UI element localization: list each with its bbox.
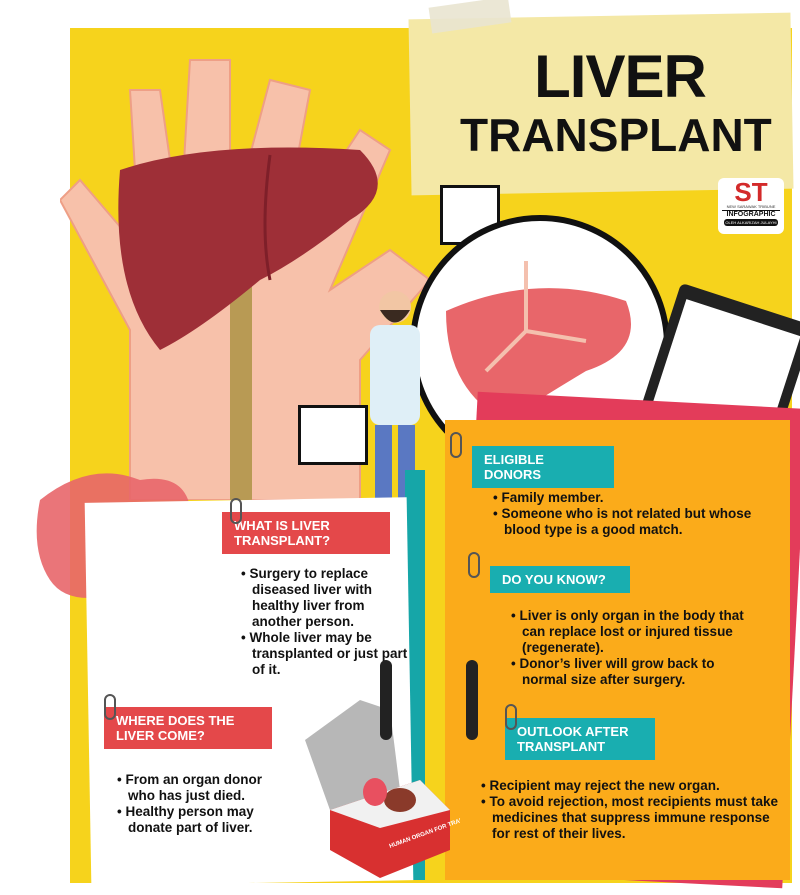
section-list-where: From an organ donor who has just died. H… [116,772,286,836]
section-heading-know: DO YOU KNOW? [490,566,630,593]
list-item: Family member. [492,490,772,506]
section-list-outlook: Recipient may reject the new organ. To a… [480,778,780,842]
doctor-illustration [370,291,420,505]
paperclip-icon [468,552,480,578]
section-heading-where: WHERE DOES THE LIVER COME? [104,707,272,749]
list-item: Recipient may reject the new organ. [480,778,780,794]
title-line1: LIVER [534,43,707,110]
section-list-what: Surgery to replace diseased liver with h… [240,566,410,678]
liver-icon [446,261,631,421]
logo-byline: OLEH ALKARIZAH JULAYHI [724,219,778,226]
medicine-icon [298,405,368,465]
section-heading-outlook: OUTLOOK AFTER TRANSPLANT [505,718,655,760]
list-item: From an organ donor who has just died. [116,772,286,804]
list-item: To avoid rejection, most recipients must… [480,794,780,842]
paperclip-icon [230,498,242,524]
section-heading-eligible: ELIGIBLE DONORS [472,446,614,488]
st-logo: ST NEW SARAWAK TRIBUNE INFOGRAPHIC OLEH … [718,178,784,234]
paperclip-icon [505,704,517,730]
list-item: Donor’s liver will grow back to normal s… [510,656,760,688]
organ-cooler-illustration: HUMAN ORGAN FOR TRANSPLANT [305,700,460,878]
section-list-eligible: Family member. Someone who is not relate… [492,490,772,538]
section-heading-what: WHAT IS LIVER TRANSPLANT? [222,512,390,554]
logo-mark: ST [734,177,768,207]
logo-publisher: NEW SARAWAK TRIBUNE [726,204,776,209]
section-list-know: Liver is only organ in the body that can… [510,608,760,688]
list-item: Surgery to replace diseased liver with h… [240,566,410,630]
hand-with-liver-illustration [60,59,432,500]
list-item: Healthy person may donate part of liver. [116,804,286,836]
binder-clip-icon [466,660,478,740]
paperclip-icon [450,432,462,458]
list-item: Someone who is not related but whose blo… [492,506,772,538]
title-line2: TRANSPLANT [460,109,772,161]
list-item: Liver is only organ in the body that can… [510,608,760,656]
list-item: Whole liver may be transplanted or just … [240,630,410,678]
binder-clip-icon [380,660,392,740]
logo-type: INFOGRAPHIC [722,210,780,218]
paperclip-icon [104,694,116,720]
